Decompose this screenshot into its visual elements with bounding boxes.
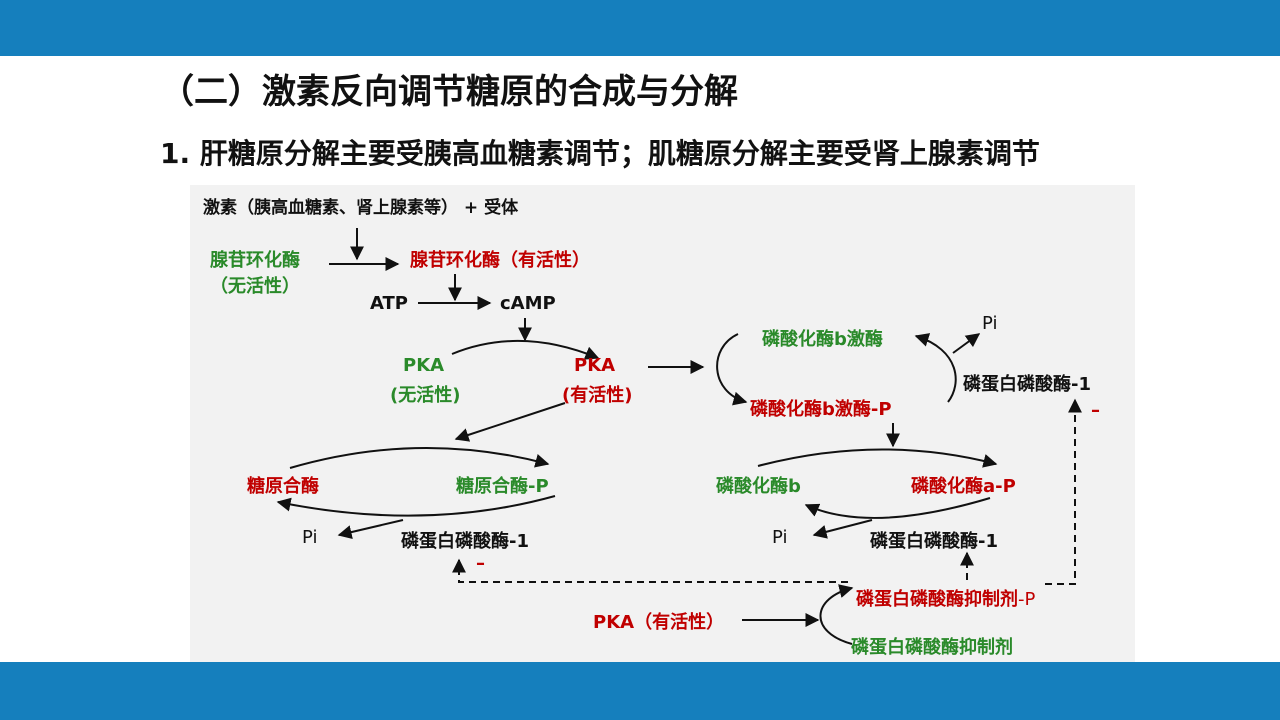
pi-top: Pi (982, 313, 998, 334)
minus-right: – (1091, 400, 1100, 421)
glycogen-synthase: 糖原合酶 (247, 476, 319, 497)
phosphorylase-b: 磷酸化酶b (716, 476, 801, 497)
top-band (0, 0, 1280, 56)
arrow-pka-activation (451, 339, 600, 360)
atp-label: ATP (370, 293, 409, 314)
adenylate-cyclase-inactive: 腺苷环化酶 (210, 250, 300, 271)
pka-active-state: (有活性) (562, 385, 633, 406)
adenylate-cyclase-inactive-state: （无活性） (210, 276, 300, 297)
pp-inhibitor-p-suffix: -P (1018, 589, 1036, 610)
arrow-pi-left (337, 519, 404, 539)
arrow-inhibitor-cycle (819, 584, 854, 645)
arrow-phos-dephosphorylation (804, 497, 991, 519)
pp1-top: 磷蛋白磷酸酶-1 (963, 374, 1091, 395)
hormone-receptor-label: 激素（胰高血糖素、肾上腺素等） + 受体 (203, 198, 519, 218)
minus-left: – (476, 553, 485, 574)
dashed-inhibition-left (452, 558, 848, 583)
pi-left: Pi (302, 527, 318, 548)
phosphorylase-a-p: 磷酸化酶a-P (911, 476, 1016, 497)
phosphorylase-b-kinase-p: 磷酸化酶b激酶-P (750, 399, 892, 420)
pp1-left: 磷蛋白磷酸酶-1 (401, 531, 529, 552)
pp-inhibitor: 磷蛋白磷酸酶抑制剂 (851, 637, 1013, 658)
camp-label: cAMP (500, 293, 556, 314)
dashed-inhibition-top (1045, 398, 1082, 585)
arrow-kinase-dephosphorylation (914, 333, 957, 403)
pka-inactive-state: (无活性) (390, 385, 461, 406)
pka-active-bottom: PKA（有活性） (593, 612, 725, 633)
arrow-pi-mid (812, 519, 873, 539)
arrow-pi-top (952, 333, 981, 354)
bottom-band (0, 662, 1280, 720)
pp-inhibitor-p-main: 磷蛋白磷酸酶抑制剂 (856, 589, 1018, 610)
pka-inactive: PKA (403, 355, 445, 376)
adenylate-cyclase-active: 腺苷环化酶（有活性） (410, 250, 590, 271)
pka-active: PKA (574, 355, 616, 376)
page-title: （二）激素反向调节糖原的合成与分解 (160, 72, 738, 112)
pi-mid: Pi (772, 527, 788, 548)
arrow-gs-dephosphorylation (276, 495, 556, 517)
glycogen-synthase-p: 糖原合酶-P (456, 476, 549, 497)
arrow-kinase-phosphorylation (716, 333, 748, 406)
pp-inhibitor-p: 磷蛋白磷酸酶抑制剂-P (856, 585, 1035, 611)
arrow-gs-phosphorylation (289, 446, 550, 469)
arrow-pka-to-gs (454, 402, 566, 442)
arrow-phos-phosphorylation (757, 448, 998, 468)
page-subtitle: 1. 肝糖原分解主要受胰高血糖素调节；肌糖原分解主要受肾上腺素调节 (160, 137, 1040, 170)
pp1-mid: 磷蛋白磷酸酶-1 (870, 531, 998, 552)
phosphorylase-b-kinase: 磷酸化酶b激酶 (762, 329, 883, 350)
